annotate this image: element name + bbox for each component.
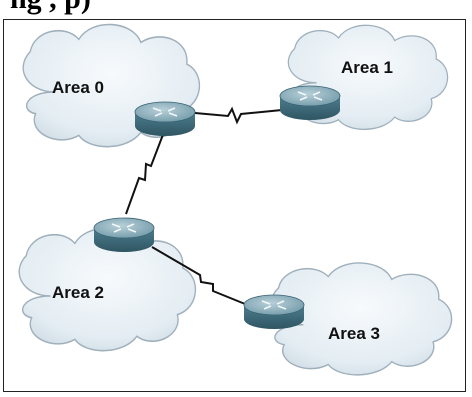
area-3-label: Area 3 [328, 324, 380, 343]
area-0-label: Area 0 [52, 78, 104, 97]
link-r3-r4 [151, 246, 251, 307]
link-r1-r2 [194, 106, 283, 125]
links [125, 106, 283, 307]
router-r1 [134, 101, 196, 136]
clipped-header-text: ng , p) [10, 0, 91, 16]
clipped-header: ng , p) [0, 0, 472, 18]
router-r2 [279, 85, 341, 120]
router-r4 [243, 294, 305, 329]
area-1-label: Area 1 [341, 58, 393, 77]
link-r1-r3 [125, 131, 165, 215]
area-2-label: Area 2 [52, 283, 104, 302]
router-r3 [93, 217, 155, 252]
